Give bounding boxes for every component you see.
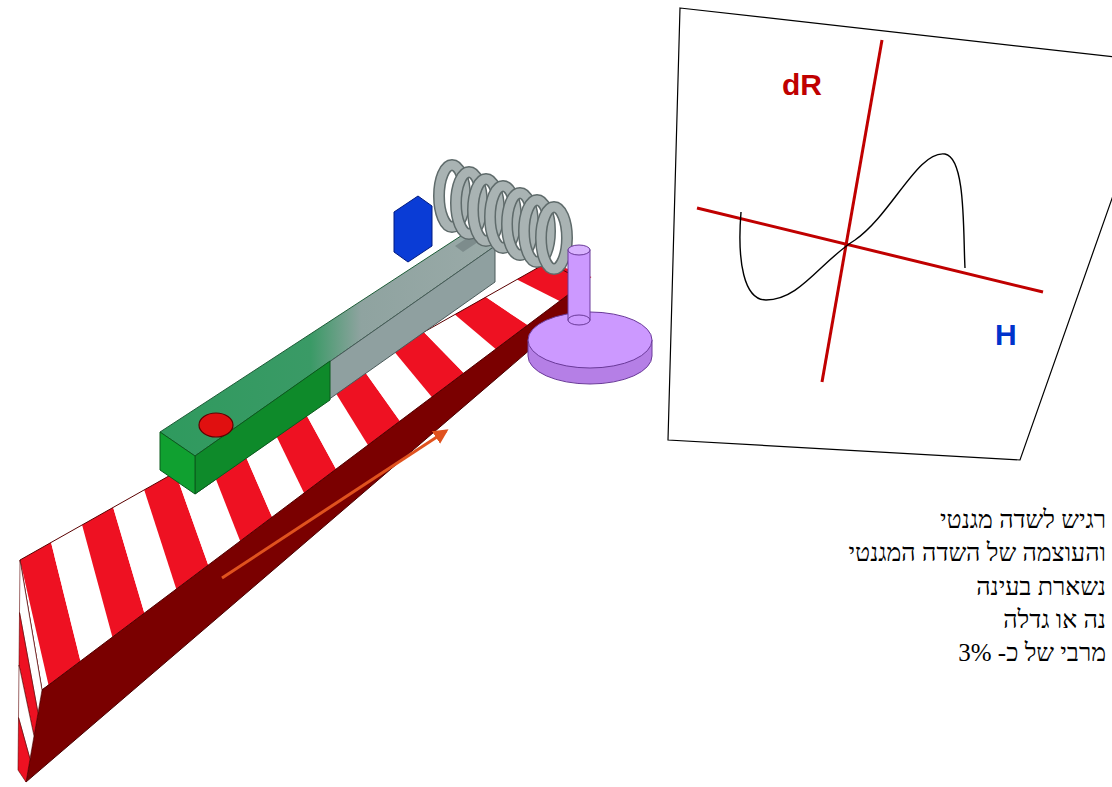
dr-axis bbox=[822, 40, 882, 382]
coil-ring-shadow bbox=[541, 207, 567, 269]
spindle-post-foot bbox=[568, 315, 590, 325]
media-top-outline bbox=[20, 262, 585, 690]
note-line: נשארת בעינה bbox=[976, 572, 1106, 602]
note-line: רגיש לשדה מגנטי bbox=[940, 505, 1106, 535]
axis-label: dR bbox=[782, 70, 822, 100]
coil bbox=[439, 165, 567, 269]
axis-label: H bbox=[995, 320, 1017, 350]
blue-block bbox=[394, 196, 432, 262]
head-dot bbox=[199, 413, 233, 437]
response-curve bbox=[740, 154, 965, 300]
arm-side bbox=[195, 246, 495, 494]
media-end-stripe bbox=[18, 718, 30, 783]
spindle-post-top bbox=[568, 245, 590, 255]
note-line: מרבי של כ- 3% bbox=[958, 638, 1106, 668]
spindle-post bbox=[568, 250, 590, 320]
h-axis bbox=[697, 208, 1043, 292]
note-line: נה או גדלה bbox=[1003, 605, 1106, 635]
note-line: והעוצמה של השדה המגנטי bbox=[849, 538, 1106, 568]
motion-arrow bbox=[222, 431, 446, 578]
arm-end bbox=[160, 432, 195, 494]
coil-ring bbox=[541, 207, 567, 269]
spindle-base-top bbox=[528, 312, 652, 368]
graph-panel bbox=[668, 8, 1112, 460]
arm-top bbox=[160, 230, 495, 456]
arm-side-green bbox=[195, 361, 330, 494]
